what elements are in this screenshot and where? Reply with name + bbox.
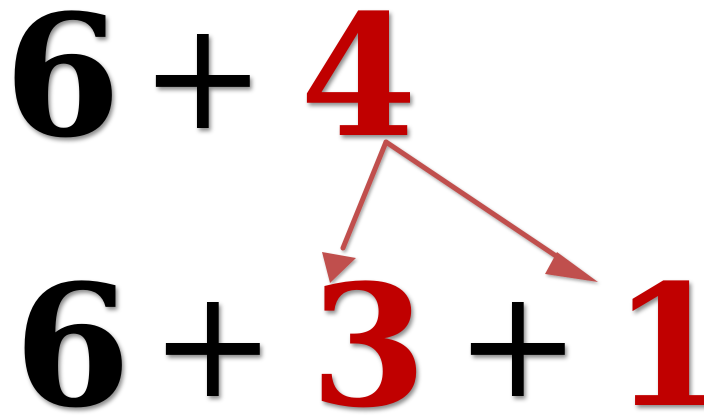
bottom-operand-six: 6 [14,247,131,417]
top-operand-four: 4 [300,0,417,175]
bottom-plus-operator-2: + [455,258,581,417]
top-operand-six: 6 [4,0,121,175]
bottom-operand-three: 3 [310,247,427,417]
bottom-plus-operator-1: + [150,258,276,417]
top-plus-operator: + [140,0,266,164]
bottom-operand-one: 1 [612,247,704,417]
